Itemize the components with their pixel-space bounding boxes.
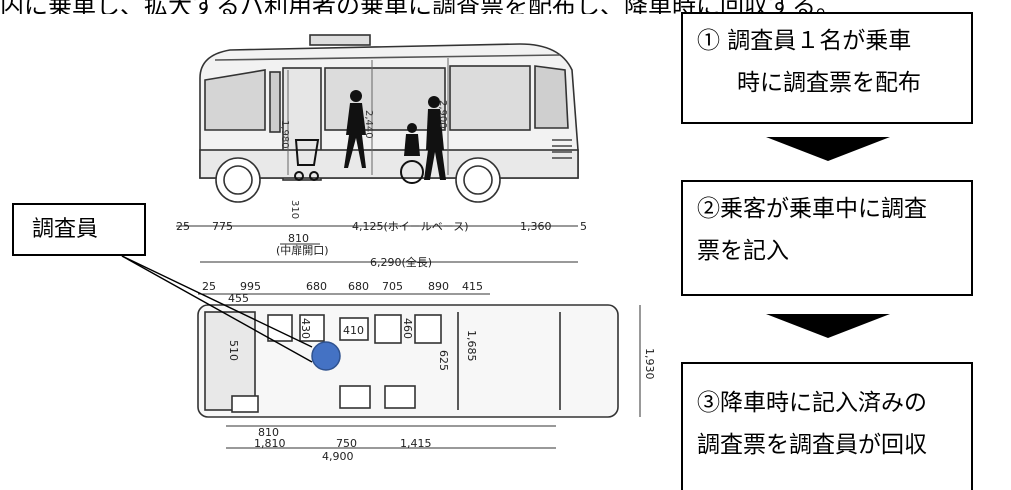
step-2-line-2: 票を記入 [697, 238, 789, 264]
dim-label: 680 [348, 280, 369, 293]
dim-label: 1,685 [465, 330, 478, 362]
dim-label: 5 [580, 220, 587, 233]
dim-label: 4,900 [322, 450, 354, 463]
dim-label: 415 [462, 280, 483, 293]
surveyor-callout-lines [121, 255, 313, 363]
dim-label: 410 [343, 324, 364, 337]
dim-label: 1,930 [643, 348, 656, 380]
bus-side-view: 1,980 2,440 2,900 310 [199, 34, 579, 219]
dim-label: 430 [299, 318, 312, 339]
dim-label: (中扉開口) [276, 244, 329, 257]
dim-label: 460 [401, 318, 414, 339]
height-label: 1,980 [279, 120, 290, 149]
surveyor-marker [311, 341, 341, 371]
dim-label: 1,810 [254, 437, 286, 450]
dim-label: 25 [202, 280, 216, 293]
dim-label: 680 [306, 280, 327, 293]
height-label: 2,440 [363, 110, 374, 139]
arrow-down-icon [766, 137, 890, 161]
step-3-line-1: ③降車時に記入済みの [697, 390, 927, 416]
dim-label: 1,415 [400, 437, 432, 450]
dim-label: 625 [437, 350, 450, 371]
dim-label: 890 [428, 280, 449, 293]
side-dimensions [176, 225, 578, 263]
height-label: 310 [289, 200, 300, 219]
step-3-box: ③降車時に記入済みの 調査票を調査員が回収 [681, 362, 973, 490]
dim-label: 810 [258, 426, 279, 439]
step-3-line-2: 調査票を調査員が回収 [697, 432, 927, 458]
dim-label: 995 [240, 280, 261, 293]
dim-label: 1,360 [520, 220, 552, 233]
bus-diagram: 1,980 2,440 2,900 310 25 775 4,125(ホイールベ… [121, 34, 656, 463]
surveyor-label: 調査員 [12, 203, 146, 256]
dim-label: 750 [336, 437, 357, 450]
dim-label: 705 [382, 280, 403, 293]
step-1-line-2: 時に調査票を配布 [737, 70, 921, 96]
dim-label: 25 [176, 220, 190, 233]
dim-label: 510 [227, 340, 240, 361]
header-text: 内に乗車し、拡大するバ利用者の乗車に調査票を配布し、降車時に回収する。 [0, 0, 840, 14]
dim-label: 6,290(全長) [370, 255, 432, 269]
step-2-box: ②乗客が乗車中に調査 票を記入 [681, 180, 973, 296]
bus-top-view [197, 304, 619, 418]
dim-label: 775 [212, 220, 233, 233]
step-2-line-1: ②乗客が乗車中に調査 [697, 196, 927, 222]
dim-label: 4,125(ホイールベース) [352, 220, 469, 233]
arrow-down-icon [766, 314, 890, 338]
step-1-line-1: ① 調査員１名が乗車 [697, 28, 912, 54]
dim-label: 810 [288, 232, 309, 245]
top-dimensions [198, 293, 641, 449]
step-1-box: ① 調査員１名が乗車 時に調査票を配布 [681, 12, 973, 124]
dim-label: 455 [228, 292, 249, 305]
height-label: 2,900 [437, 100, 448, 129]
